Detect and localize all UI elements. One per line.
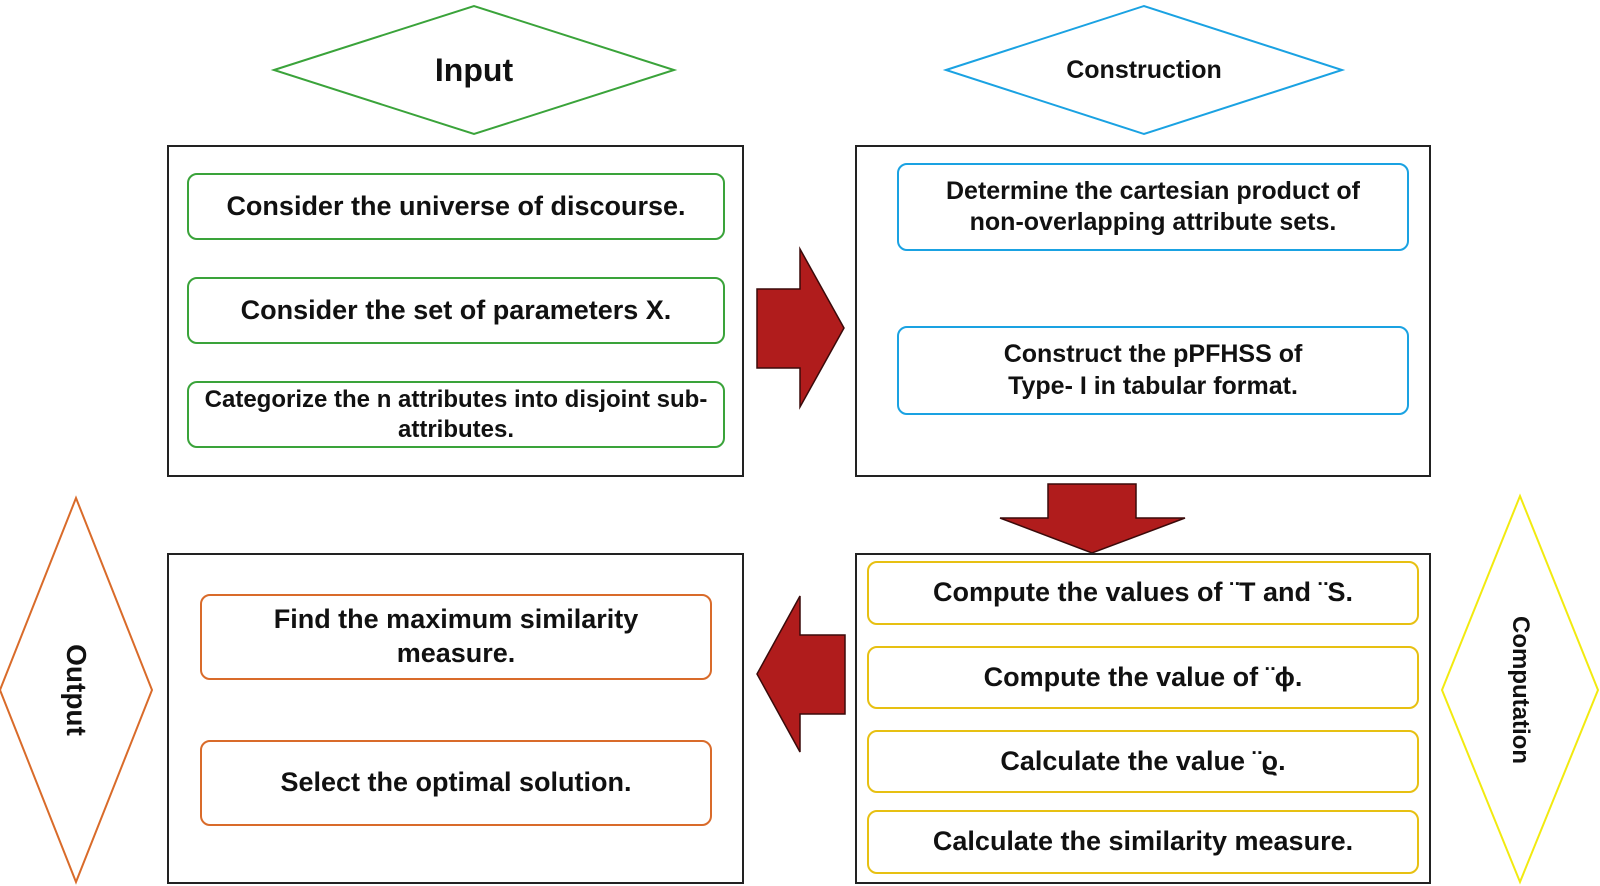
input-step-3: Categorize the n attributes into disjoin… <box>187 381 725 448</box>
output-step-1: Find the maximum similarity measure. <box>200 594 712 680</box>
input-step-2: Consider the set of parameters X. <box>187 277 725 344</box>
construction-stage-label: Construction <box>1066 55 1222 84</box>
construction-step-2: Construct the pPFHSS of Type- I in tabul… <box>897 326 1409 415</box>
construction-diamond <box>942 4 1346 136</box>
arrow-down <box>999 483 1186 554</box>
arrow-right <box>756 246 845 410</box>
computation-diamond <box>1440 493 1600 885</box>
input-stage-label: Input <box>434 51 514 88</box>
computation-step-1: Compute the values of ¨T and ¨S. <box>867 561 1419 625</box>
input-step-1: Consider the universe of discourse. <box>187 173 725 240</box>
output-diamond <box>0 495 154 885</box>
computation-step-2: Compute the value of ¨ϕ. <box>867 646 1419 709</box>
input-diamond <box>270 4 678 136</box>
arrow-left <box>756 595 846 753</box>
output-stage-label: Output <box>61 644 92 736</box>
computation-step-3: Calculate the value ¨ϱ. <box>867 730 1419 793</box>
construction-step-1: Determine the cartesian product of non-o… <box>897 163 1409 251</box>
output-step-2: Select the optimal solution. <box>200 740 712 826</box>
computation-stage-label: Computation <box>1507 616 1534 764</box>
computation-step-4: Calculate the similarity measure. <box>867 810 1419 874</box>
